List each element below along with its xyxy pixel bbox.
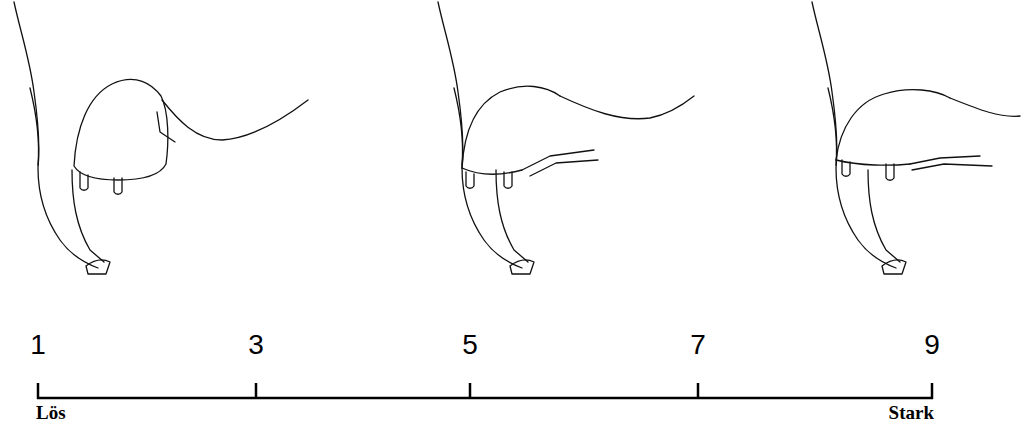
scale-number: 9 bbox=[924, 330, 940, 361]
scale-bar bbox=[37, 383, 933, 399]
scale-end-label: Lös bbox=[36, 403, 66, 424]
scale-number: 7 bbox=[690, 330, 706, 361]
scale-end-label: Stark bbox=[889, 403, 934, 424]
scale-number: 5 bbox=[462, 330, 478, 361]
scale-number: 3 bbox=[248, 330, 264, 361]
cow-loose-udder bbox=[14, 2, 308, 274]
cow-strong-udder bbox=[812, 2, 1020, 274]
scale-number: 1 bbox=[30, 330, 46, 361]
cow-medium-udder bbox=[438, 2, 694, 274]
